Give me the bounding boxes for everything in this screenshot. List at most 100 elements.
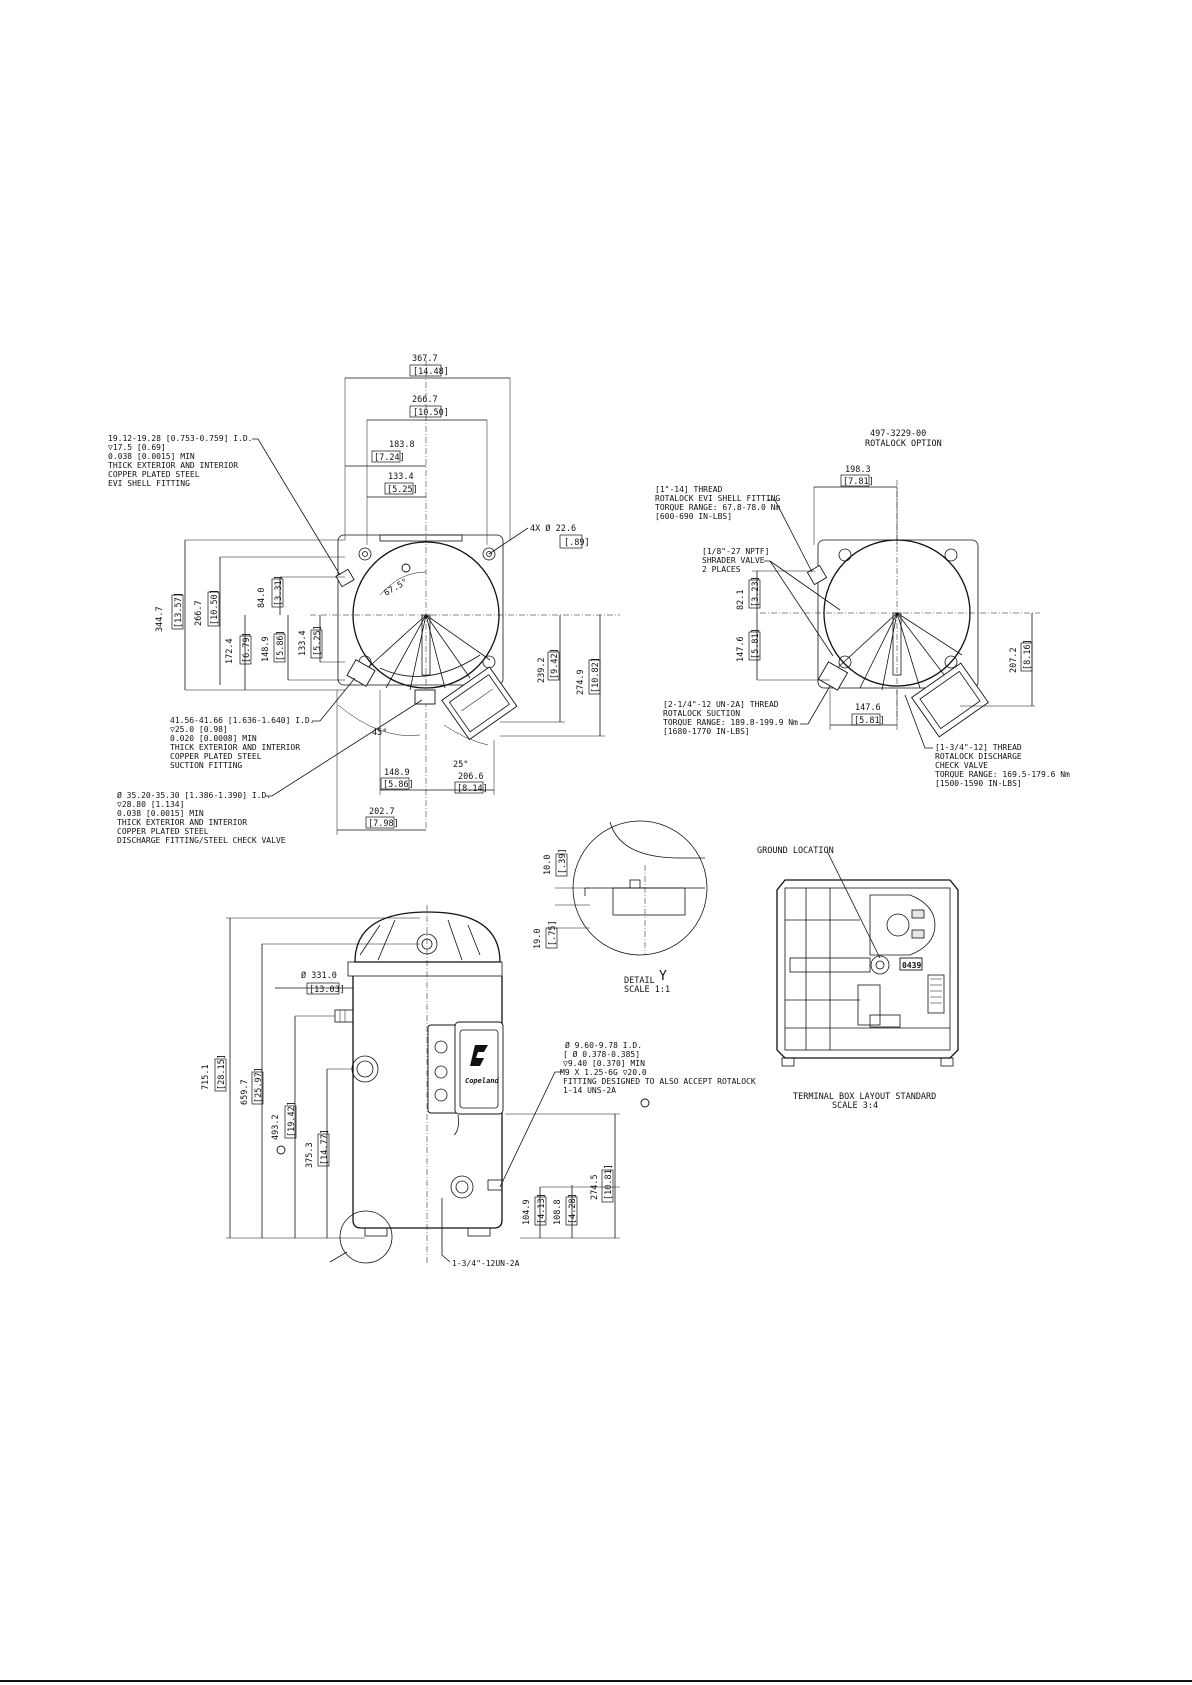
dim-label: 715.1 xyxy=(201,1064,211,1090)
dim-label: 266.7 xyxy=(194,600,204,626)
dim-label: [14.77] xyxy=(320,1129,330,1165)
svg-text:COPPER PLATED STEEL: COPPER PLATED STEEL xyxy=(108,470,200,479)
dim-label: 266.7 xyxy=(412,395,438,405)
detail-y-view: 10.0 [.39] 19.0 [.75] DETAIL Y SCALE 1:1 xyxy=(533,820,708,995)
dim-label: 108.8 xyxy=(553,1199,563,1225)
dim-label: 133.4 xyxy=(298,630,308,656)
dim-label: 148.9 xyxy=(261,636,271,662)
rotalock-view: 497-3229-00 ROTALOCK OPTION 198.3 [7.81]… xyxy=(655,429,1070,788)
dim-label: 659.7 xyxy=(240,1079,250,1105)
dim-label: [.89] xyxy=(564,538,590,548)
shell-body xyxy=(352,976,503,1229)
svg-text:SUCTION FITTING: SUCTION FITTING xyxy=(170,761,242,770)
view-caption: TERMINAL BOX LAYOUT STANDARD xyxy=(793,1092,936,1102)
svg-text:Ø 35.20-35.30 [1.386-1.390] I.: Ø 35.20-35.30 [1.386-1.390] I.D. xyxy=(117,790,271,800)
dim-label: [13.03] xyxy=(309,985,345,995)
svg-text:[1/8"-27 NPTF]: [1/8"-27 NPTF] xyxy=(702,547,769,556)
ground-location-label: GROUND LOCATION xyxy=(757,846,834,856)
dim-label: 19.0 xyxy=(533,929,543,949)
fitting-thread-label: 1-3/4"-12UN-2A xyxy=(452,1259,520,1268)
dim-label: [10.50] xyxy=(210,589,220,625)
dim-label: 147.6 xyxy=(736,636,746,662)
dim-label: [7.81] xyxy=(843,477,874,487)
dim-label: [.75] xyxy=(548,920,558,946)
suction-note: 41.56-41.66 [1.636-1.640] I.D. ▽25.0 [0.… xyxy=(170,677,356,770)
dim-label: [28.15] xyxy=(217,1054,227,1090)
terminal-box-view: GROUND LOCATION 0439 TERMINAL BOX LAYOUT… xyxy=(757,846,959,1111)
rotalock-discharge-note: [1-3/4"-12] THREAD ROTALOCK DISCHARGE CH… xyxy=(904,694,1070,788)
dim-label: [7.98] xyxy=(368,819,399,829)
svg-text:[2-1/4"-12 UN-2A] THREAD: [2-1/4"-12 UN-2A] THREAD xyxy=(663,700,779,709)
dim-label: [19.42] xyxy=(287,1101,297,1137)
part-number: 497-3229-00 xyxy=(870,429,926,439)
dim-label: 375.3 xyxy=(305,1142,315,1168)
dim-label: [3.23] xyxy=(751,576,761,607)
view-caption: DETAIL xyxy=(624,976,655,986)
side-view: Copeland Ø 331.0 [13.03] 715.1 [28.15] 6… xyxy=(201,905,756,1268)
dim-label: 104.9 xyxy=(522,1199,532,1225)
svg-text:▽25.0 [0.98]: ▽25.0 [0.98] xyxy=(170,725,228,734)
svg-text:ROTALOCK SUCTION: ROTALOCK SUCTION xyxy=(663,709,740,718)
dim-label: 10.0 xyxy=(543,855,553,875)
suction-fitting xyxy=(346,659,376,687)
dim-label: [3.31] xyxy=(274,575,284,606)
discharge-note: Ø 35.20-35.30 [1.386-1.390] I.D. ▽28.80 … xyxy=(117,699,423,845)
dim-label: [8.16] xyxy=(1023,639,1033,670)
dim-label: [8.14] xyxy=(457,784,488,794)
svg-text:[1500-1590 IN-LBS]: [1500-1590 IN-LBS] xyxy=(935,779,1022,788)
svg-text:DISCHARGE FITTING/STEEL CHECK: DISCHARGE FITTING/STEEL CHECK VALVE xyxy=(117,836,286,845)
angle-label: 45° xyxy=(372,728,387,738)
sight-marker xyxy=(401,563,411,573)
top-view: 367.7 [14.48] 266.7 [10.50] 183.8 [7.24]… xyxy=(108,354,620,845)
svg-text:[1-3/4"-12] THREAD: [1-3/4"-12] THREAD xyxy=(935,743,1022,752)
dim-label: 274.5 xyxy=(590,1174,600,1200)
svg-text:0.038 [0.0015] MIN: 0.038 [0.0015] MIN xyxy=(108,452,195,461)
dim-label: 367.7 xyxy=(412,354,438,364)
dim-label: 239.2 xyxy=(537,657,547,683)
dim-label: 148.9 xyxy=(384,768,410,778)
terminal-box-outline xyxy=(776,879,959,1059)
angle-label: 25° xyxy=(453,760,468,770)
ground-marker xyxy=(640,1098,650,1108)
dim-label: [14.48] xyxy=(413,367,449,377)
svg-text:2 PLACES: 2 PLACES xyxy=(702,565,741,574)
svg-text:▽9.40 [0.370] MIN: ▽9.40 [0.370] MIN xyxy=(563,1059,645,1068)
svg-text:19.12-19.28 [0.753-0.759] I.D.: 19.12-19.28 [0.753-0.759] I.D. xyxy=(108,434,253,443)
dim-label: [5.81] xyxy=(854,716,885,726)
dim-label: [5.86] xyxy=(383,780,414,790)
dim-label: 207.2 xyxy=(1009,647,1019,673)
view-caption: ROTALOCK OPTION xyxy=(865,439,942,449)
dim-label: [10.82] xyxy=(591,657,601,693)
top-cap xyxy=(354,911,501,963)
svg-text:THICK EXTERIOR AND INTERIOR: THICK EXTERIOR AND INTERIOR xyxy=(170,743,300,752)
dim-label: [5.81] xyxy=(751,628,761,659)
dim-label: [.39] xyxy=(558,848,568,874)
svg-text:THICK EXTERIOR AND INTERIOR: THICK EXTERIOR AND INTERIOR xyxy=(117,818,247,827)
dim-label: 82.1 xyxy=(736,590,746,610)
dim-label: 147.6 xyxy=(855,703,881,713)
shrader-note: [1/8"-27 NPTF] SHRADER VALVE 2 PLACES xyxy=(702,547,841,657)
svg-text:FITTING DESIGNED TO ALSO ACCEP: FITTING DESIGNED TO ALSO ACCEPT ROTALOCK xyxy=(563,1077,756,1086)
dim-label: 493.2 xyxy=(271,1114,281,1140)
dim-label: [6.79] xyxy=(242,632,252,663)
dim-label: 274.9 xyxy=(576,669,586,695)
svg-text:ROTALOCK DISCHARGE: ROTALOCK DISCHARGE xyxy=(935,752,1022,761)
svg-text:0.038 [0.0015] MIN: 0.038 [0.0015] MIN xyxy=(117,809,204,818)
detail-letter: Y xyxy=(659,969,667,984)
mount-hole-label: 4X Ø 22.6 xyxy=(530,523,576,534)
svg-text:[600-690 IN-LBS]: [600-690 IN-LBS] xyxy=(655,512,732,521)
svg-text:▽28.80 [1.134]: ▽28.80 [1.134] xyxy=(117,800,184,809)
svg-text:Ø 9.60-9.78 I.D.: Ø 9.60-9.78 I.D. xyxy=(565,1040,642,1050)
dim-label: [10.50] xyxy=(413,408,449,418)
svg-text:CHECK VALVE: CHECK VALVE xyxy=(935,761,988,770)
rotalock-suction-note: [2-1/4"-12 UN-2A] THREAD ROTALOCK SUCTIO… xyxy=(663,685,831,736)
svg-text:ROTALOCK EVI SHELL FITTING: ROTALOCK EVI SHELL FITTING xyxy=(655,494,780,503)
brand-label: Copeland xyxy=(465,1077,500,1085)
view-caption: SCALE 1:1 xyxy=(624,985,670,995)
svg-text:0.020 [0.0008] MIN: 0.020 [0.0008] MIN xyxy=(170,734,257,743)
svg-text:COPPER PLATED STEEL: COPPER PLATED STEEL xyxy=(117,827,209,836)
svg-text:1-14 UNS-2A: 1-14 UNS-2A xyxy=(563,1086,616,1095)
svg-text:[1680-1770 IN-LBS]: [1680-1770 IN-LBS] xyxy=(663,727,750,736)
dim-label: 198.3 xyxy=(845,465,871,475)
